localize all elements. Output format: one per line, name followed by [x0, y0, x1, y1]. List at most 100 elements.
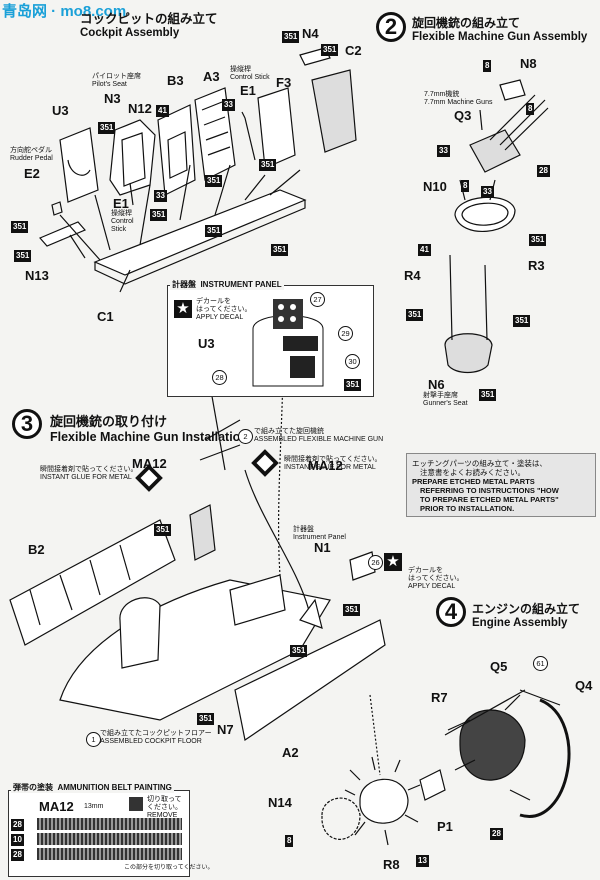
ammo-belt-2	[37, 833, 182, 845]
ammo-cut-caption: この部分を切り取ってください。	[124, 865, 214, 871]
part-tag-351-inset: 351	[344, 379, 362, 391]
part-tag-351: 351	[205, 225, 223, 237]
gun-mount-q3-drawing	[469, 129, 521, 173]
frame-a3-drawing	[194, 87, 236, 181]
inset-decal-caption: デカールをはってください。APPLY DECAL	[196, 298, 252, 321]
bulkhead-f3-drawing	[257, 87, 296, 169]
part-label-A2: A2	[282, 745, 299, 760]
engine-ring-q4-drawing	[519, 698, 571, 818]
note-line6: PRIOR TO INSTALLATION.	[420, 504, 515, 513]
part-tag-8: 8	[483, 60, 492, 72]
step1-title-en: Cockpit Assembly	[80, 27, 180, 39]
step3-title-en: Flexible Machine Gun Installation	[50, 430, 248, 444]
part-tag-351: 351	[205, 175, 223, 187]
part-tag-28: 28	[490, 828, 503, 840]
part-tag-33: 33	[222, 99, 235, 111]
part-tag-351: 351	[14, 250, 32, 262]
step1-header: コックピットの組み立て Cockpit Assembly	[80, 8, 218, 39]
part-label-MA12-b: MA12	[308, 458, 343, 473]
etched-parts-note: エッチングパーツの組み立て・塗装は、 注意書をよくお読みください。 PREPAR…	[406, 453, 596, 517]
step2-title-en: Flexible Machine Gun Assembly	[412, 31, 588, 43]
step4-title-jp: エンジンの組み立て	[472, 602, 581, 616]
part-label-MA12-a: MA12	[132, 456, 167, 471]
part-label-R4: R4	[404, 268, 421, 283]
instrument-panel-inset: 計器盤 INSTRUMENT PANEL ★ デカールをはってください。APPL…	[167, 279, 374, 397]
ammo-tag-28-a: 28	[11, 819, 24, 831]
part-tag-351: 351	[271, 244, 289, 256]
decal-star-icon-inset: ★	[174, 300, 192, 318]
ammo-dim: 13mm	[84, 803, 104, 810]
ammo-tag-28-b: 28	[11, 849, 24, 861]
part-tag-351: 351	[154, 524, 172, 536]
part-label-N3: N3	[104, 91, 121, 106]
part-tag-351: 351	[282, 31, 300, 43]
gun-ring-n10-drawing	[454, 196, 516, 233]
decal-30-circle: 30	[345, 354, 360, 369]
part-label-N1: N1	[314, 540, 331, 555]
decal-caption-step3: デカールをはってください。APPLY DECAL	[408, 567, 464, 590]
part-tag-351: 351	[259, 159, 277, 171]
ring-n14-drawing	[321, 797, 361, 840]
ammo-belt-3	[37, 848, 182, 860]
decal-26-circle: 26	[368, 555, 383, 570]
fuselage-half-a2-drawing	[234, 619, 386, 742]
part-tag-351: 351	[513, 315, 531, 327]
part-label-R7: R7	[431, 690, 448, 705]
part-label-C1: C1	[97, 309, 114, 324]
crankcase-p1-drawing	[419, 769, 446, 801]
part-label-N13: N13	[25, 268, 49, 283]
pilot-seat-drawing	[109, 119, 156, 196]
step3-number: 3	[12, 409, 42, 439]
part-tag-351: 351	[321, 44, 339, 56]
remove-icon	[129, 797, 143, 811]
decal-28-circle: 28	[212, 370, 227, 385]
part-tag-28: 28	[537, 165, 550, 177]
step2-title-jp: 旋回機銃の組み立て	[412, 16, 521, 30]
part-label-E2: E2	[24, 166, 40, 181]
part-61-circle: 61	[533, 656, 548, 671]
part-label-P1: P1	[437, 819, 453, 834]
part-label-Q4: Q4	[575, 678, 593, 693]
machine-gun-barrels-drawing	[489, 94, 549, 151]
step-ref-2-circle: 2	[238, 429, 253, 444]
part-label-N4: N4	[302, 26, 319, 41]
part-label-C2: C2	[345, 43, 362, 58]
fuselage-half-b2-drawing	[9, 519, 176, 646]
part-tag-351: 351	[529, 234, 547, 246]
part-tag-8: 8	[461, 180, 470, 192]
part-tag-351: 351	[197, 713, 215, 725]
part-tag-351: 351	[98, 122, 116, 134]
part-label-Q3: Q3	[454, 108, 472, 123]
step-ref-1-circle: 1	[86, 732, 101, 747]
ammo-tag-10: 10	[11, 834, 24, 846]
part-label-R3: R3	[528, 258, 545, 273]
cockpit-seat-step3-drawing	[119, 597, 161, 669]
part-tag-351: 351	[150, 209, 168, 221]
part-label-R8: R8	[383, 857, 400, 872]
part-label-B2: B2	[28, 542, 45, 557]
glue-caption-1: 瞬間接着剤で貼ってください。INSTANT GLUE FOR METAL	[284, 456, 382, 471]
gunner-seat-n6-drawing	[444, 333, 493, 374]
note-line1: エッチングパーツの組み立て・塗装は、	[412, 459, 547, 468]
part-label-N7: N7	[217, 722, 234, 737]
engine-rear-r8-drawing	[359, 778, 409, 824]
note-line4: REFERRING TO INSTRUCTIONS "HOW	[420, 486, 559, 495]
watermark: 青岛网 · mo8.com	[2, 3, 127, 20]
part-tag-351: 351	[290, 645, 308, 657]
part-tag-351: 351	[479, 389, 497, 401]
step3-header: 旋回機銃の取り付け Flexible Machine Gun Installat…	[50, 411, 248, 444]
glue-caption-2: 瞬間接着剤で貼ってください。INSTANT GLUE FOR METAL	[40, 466, 138, 481]
part-tag-13: 13	[416, 855, 429, 867]
ammo-part-label: MA12	[39, 799, 74, 814]
decal-star-icon: ★	[384, 553, 402, 571]
part-label-N14: N14	[268, 795, 292, 810]
part-tag-351: 351	[406, 309, 424, 321]
